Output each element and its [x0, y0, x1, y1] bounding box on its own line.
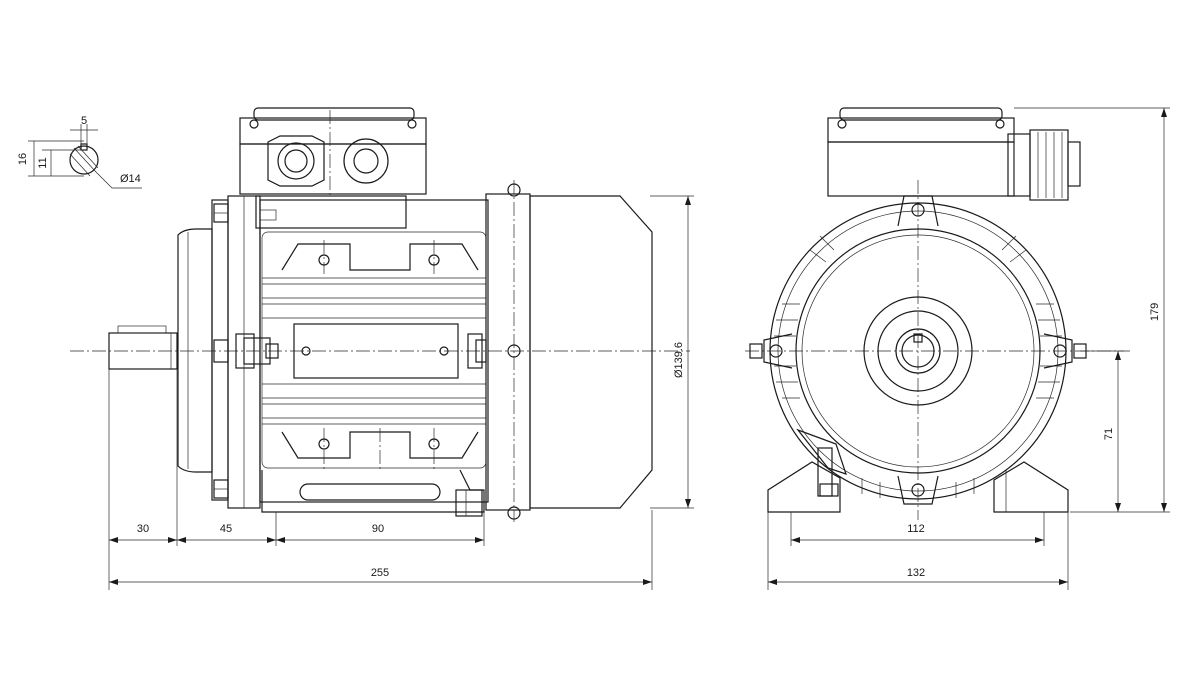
upper-fin-bosses [281, 243, 479, 271]
key-width-label: 5 [81, 115, 87, 127]
shaft-diameter-label: Ø14 [120, 173, 141, 185]
flange-to-hole-label: 45 [220, 523, 232, 535]
foot-hole-spacing-label: 90 [372, 523, 384, 535]
overall-height-label: 179 [1149, 303, 1161, 321]
side-dimensions: 30 45 90 255 [108, 369, 653, 590]
shaft-length-label: 30 [137, 523, 149, 535]
upper-boss-hole-left [318, 254, 330, 266]
shaft-section-view: 5 16 11 Ø14 [17, 115, 142, 189]
flange-bolt-top [213, 203, 229, 223]
key-depth-label: 11 [37, 157, 49, 168]
shaft-end [901, 334, 935, 368]
side-shaft-key [117, 325, 167, 334]
cable-gland-right [343, 138, 389, 184]
front-dimensions: 112 132 71 179 [767, 107, 1170, 590]
side-view: Ø139.6 30 45 90 255 [70, 107, 694, 590]
end-shield-face [795, 228, 1041, 474]
front-end-shield [177, 228, 213, 473]
front-foot-right [993, 461, 1069, 513]
shaft-end-outer [895, 328, 941, 374]
front-lug-bottom [897, 475, 939, 505]
rear-tie-bolt [467, 333, 483, 369]
fan-diameter-label: Ø139.6 [673, 342, 685, 378]
nameplate [293, 323, 459, 379]
flange-bolt-bottom [213, 479, 229, 499]
front-cable-gland [1007, 129, 1081, 201]
foot-width-label: 132 [907, 567, 925, 579]
nameplate-rivet-left [301, 346, 311, 356]
flange-bolt-middle [213, 333, 279, 369]
bearing-hub-inner [877, 310, 959, 392]
front-lug-top [897, 195, 939, 227]
upper-boss-hole-right [428, 254, 440, 266]
overall-length-label: 255 [371, 567, 389, 579]
front-foot-hole-spacing-label: 112 [907, 523, 925, 535]
front-lug-left [749, 333, 793, 369]
nameplate-rivet-right [439, 346, 449, 356]
cable-gland-left [267, 135, 325, 187]
section-hatch [73, 147, 97, 173]
bearing-hub-outer [863, 296, 973, 406]
key-height-label: 16 [17, 153, 29, 165]
front-foot-left [767, 428, 847, 513]
front-terminal-box [827, 107, 1015, 197]
fan-cover [485, 180, 653, 522]
cooling-fins [262, 277, 486, 425]
shaft-height-label: 71 [1103, 428, 1115, 440]
shaft-end-key [913, 333, 923, 343]
terminal-box [239, 107, 427, 229]
fan-diameter-dimension: Ø139.6 [650, 195, 694, 509]
stator-frame [259, 199, 489, 503]
front-view: 112 132 71 179 [745, 107, 1170, 590]
side-foot [261, 469, 485, 517]
